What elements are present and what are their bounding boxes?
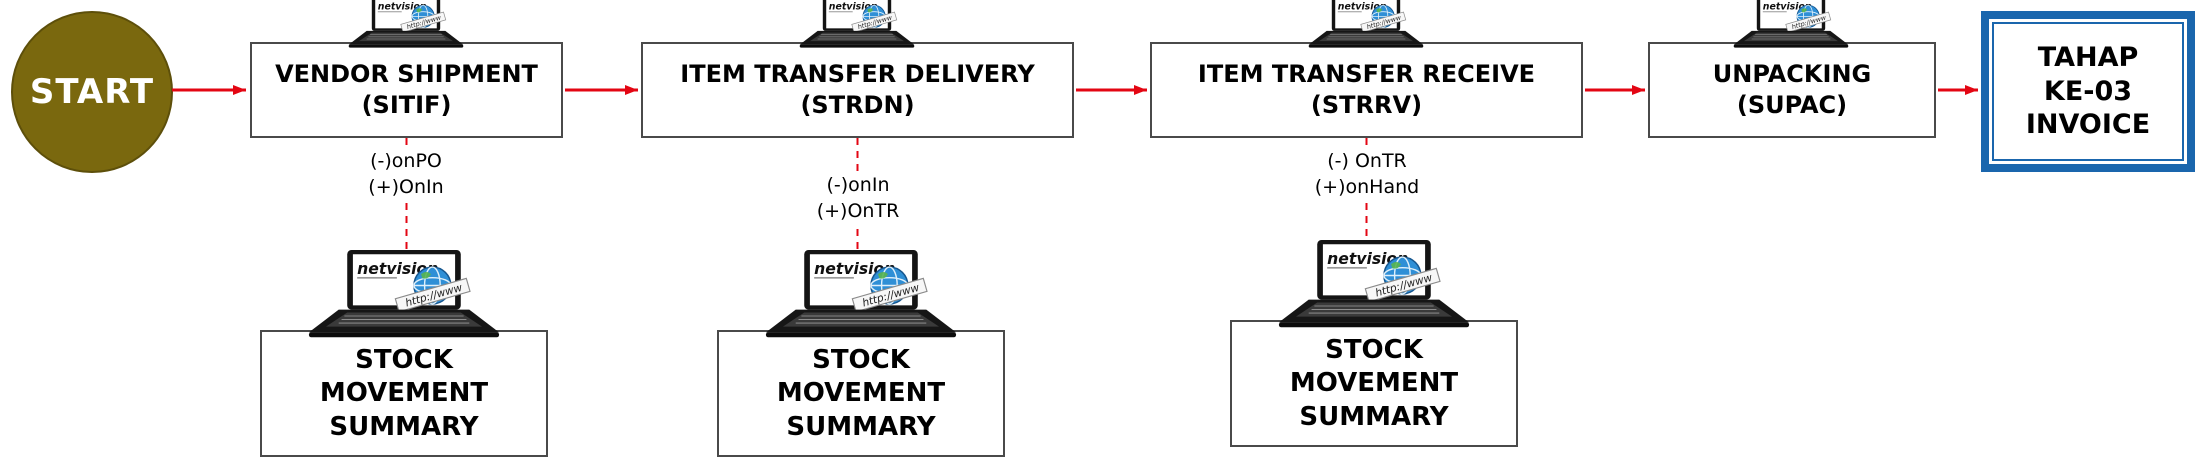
start-node: START <box>11 11 173 173</box>
summary-box-stock-movement-2: STOCK MOVEMENT SUMMARY <box>717 330 1005 457</box>
annotation-minus-onin: (-)onIn <box>822 174 894 197</box>
annotation-minus-ontr: (-) OnTR <box>1323 150 1411 173</box>
end-node-line: TAHAP <box>2037 41 2139 73</box>
process-code: (SUPAC) <box>1736 91 1848 119</box>
netvision-laptop-icon <box>797 0 917 48</box>
netvision-laptop-icon <box>346 0 466 48</box>
netvision-laptop-icon <box>304 250 504 338</box>
process-title: ITEM TRANSFER DELIVERY <box>680 59 1035 88</box>
process-box-vendor-shipment: VENDOR SHIPMENT (SITIF) <box>250 42 563 138</box>
summary-line: SUMMARY <box>786 412 936 443</box>
process-title: ITEM TRANSFER RECEIVE <box>1197 59 1536 88</box>
summary-box-stock-movement-1: STOCK MOVEMENT SUMMARY <box>260 330 548 457</box>
process-box-item-transfer-receive: ITEM TRANSFER RECEIVE (STRRV) <box>1150 42 1583 138</box>
summary-line: MOVEMENT <box>1289 368 1459 399</box>
annotation-plus-onhand: (+)onHand <box>1310 176 1424 199</box>
summary-box-stock-movement-3: STOCK MOVEMENT SUMMARY <box>1230 320 1518 447</box>
end-node-line: INVOICE <box>2025 109 2151 141</box>
process-title: UNPACKING <box>1712 59 1872 88</box>
summary-line: SUMMARY <box>329 412 479 443</box>
netvision-laptop-icon <box>1306 0 1426 48</box>
summary-line: STOCK <box>1325 334 1423 365</box>
process-box-item-transfer-delivery: ITEM TRANSFER DELIVERY (STRDN) <box>641 42 1074 138</box>
process-code: (SITIF) <box>361 91 452 119</box>
annotation-plus-ontr: (+)OnTR <box>812 200 904 223</box>
summary-line: MOVEMENT <box>319 378 489 409</box>
process-code: (STRDN) <box>800 91 915 119</box>
end-node-tahap-invoice: TAHAP KE-03 INVOICE <box>1981 11 2195 172</box>
summary-line: SUMMARY <box>1299 402 1449 433</box>
end-node-inner-frame: TAHAP KE-03 INVOICE <box>1992 22 2184 161</box>
annotation-minus-onpo: (-)onPO <box>366 150 446 173</box>
process-box-unpacking: UNPACKING (SUPAC) <box>1648 42 1936 138</box>
annotation-plus-onin: (+)OnIn <box>364 176 448 199</box>
summary-line: STOCK <box>812 344 910 375</box>
process-code: (STRRV) <box>1310 91 1423 119</box>
netvision-laptop-icon <box>1731 0 1851 48</box>
netvision-laptop-icon <box>761 250 961 338</box>
summary-line: MOVEMENT <box>776 378 946 409</box>
summary-line: STOCK <box>355 344 453 375</box>
process-title: VENDOR SHIPMENT <box>275 59 538 88</box>
netvision-laptop-icon <box>1274 240 1474 328</box>
start-label: START <box>29 72 155 112</box>
end-node-line: KE-03 <box>2043 75 2133 107</box>
